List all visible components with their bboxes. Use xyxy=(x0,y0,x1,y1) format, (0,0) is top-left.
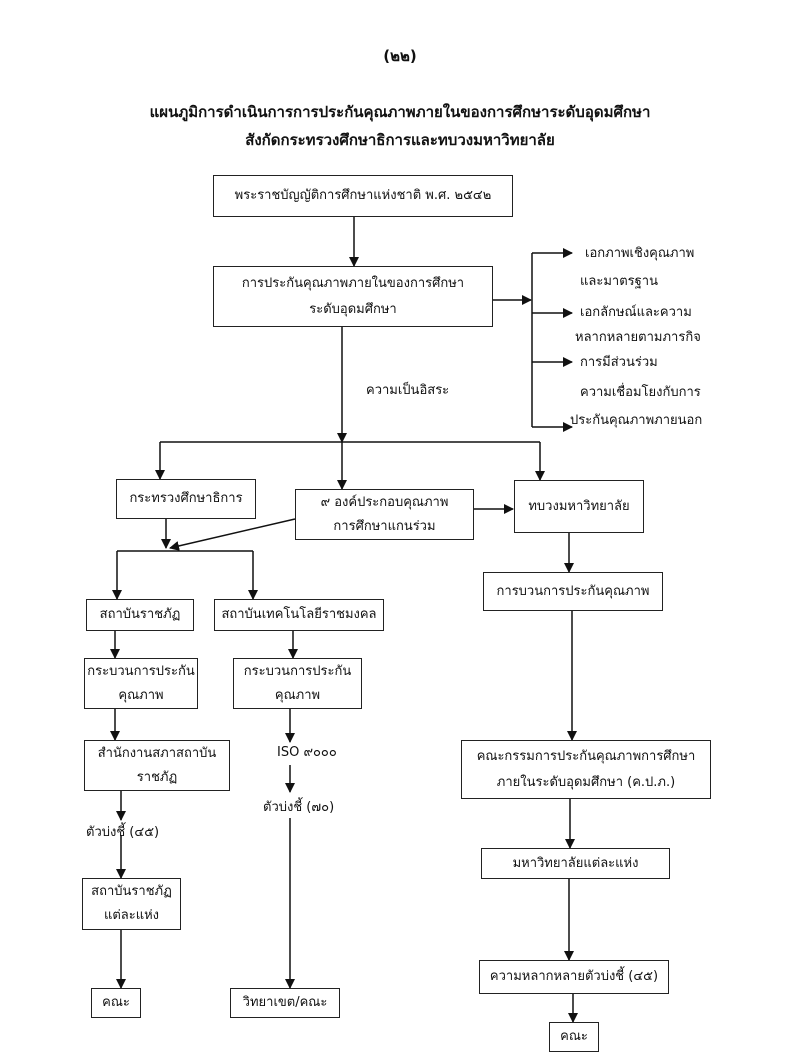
principle-3: การมีส่วนร่วม xyxy=(580,355,658,370)
arrow-nine-diagonal xyxy=(169,518,296,551)
line2: ราชภัฏ xyxy=(136,769,178,785)
node-university-bureau: ทบวงมหาวิทยาลัย xyxy=(514,480,644,533)
node-qa-process-right: การบวนการประกันคุณภาพ xyxy=(483,572,663,611)
node-committee: คณะกรรมการประกันคุณภาพการศึกษา ภายในระดั… xyxy=(461,740,711,799)
page-number: (๒๒) xyxy=(383,47,417,65)
node-rajabhat: สถาบันราชภัฏ xyxy=(86,599,194,631)
line1: สถาบันราชภัฏ xyxy=(91,884,172,899)
principle-1-line1: เอกภาพเชิงคุณภาพ xyxy=(585,246,695,261)
node-act-label: พระราชบัญญัติการศึกษาแห่งชาติ พ.ศ. ๒๕๔๒ xyxy=(234,188,492,203)
chart-title-line1: แผนภูมิการดำเนินการการประกันคุณภาพภายในข… xyxy=(149,103,651,121)
line1: สำนักงานสภาสถาบัน xyxy=(97,745,217,761)
node-indicators-left: ตัวบ่งชี้ (๔๕) xyxy=(86,825,160,840)
autonomy-label: ความเป็นอิสระ xyxy=(366,383,450,398)
node-indicator-diversity: ความหลากหลายตัวบ่งชี้ (๔๕) xyxy=(479,960,669,994)
node-ministry-label: กระทรวงศึกษาธิการ xyxy=(129,491,243,506)
line1: กระบวนการประกัน xyxy=(87,663,195,679)
node-rajabhat-label: สถาบันราชภัฏ xyxy=(99,607,181,622)
node-nine-line1: ๙ องค์ประกอบคุณภาพ xyxy=(320,494,449,510)
line1: คณะกรรมการประกันคุณภาพการศึกษา xyxy=(476,748,696,764)
line2: คุณภาพ xyxy=(274,687,321,703)
principle-4-line2: ประกันคุณภาพภายนอก xyxy=(570,413,703,428)
node-qa-process-mid: กระบวนการประกัน คุณภาพ xyxy=(233,658,362,709)
node-rajamangala: สถาบันเทคโนโลยีราชมงคล xyxy=(214,599,384,631)
line2: คุณภาพ xyxy=(118,687,164,703)
node-iso: ISO ๙๐๐๐ xyxy=(277,745,337,760)
node-nine-line2: การศึกษาแกนร่วม xyxy=(333,518,436,534)
principle-2-line1: เอกลักษณ์และความ xyxy=(580,305,692,320)
node-rajabhat-council-office: สำนักงานสภาสถาบัน ราชภัฏ xyxy=(84,740,230,791)
node-ministry: กระทรวงศึกษาธิการ xyxy=(116,479,256,519)
line2: ภายในระดับอุดมศึกษา (ค.ป.ภ.) xyxy=(496,774,676,790)
node-faculty-right: คณะ xyxy=(549,1022,599,1052)
node-faculty-left: คณะ xyxy=(91,988,141,1018)
node-internal-qa-line2: ระดับอุดมศึกษา xyxy=(309,301,397,317)
node-rajamangala-label: สถาบันเทคโนโลยีราชมงคล xyxy=(221,607,377,622)
label: มหาวิทยาลัยแต่ละแห่ง xyxy=(512,855,639,871)
principle-1-line2: และมาตรฐาน xyxy=(580,274,658,289)
node-internal-qa: การประกันคุณภาพภายในของการศึกษา ระดับอุด… xyxy=(213,266,493,327)
label: ความหลากหลายตัวบ่งชี้ (๔๕) xyxy=(489,969,659,984)
node-indicators-mid: ตัวบ่งชี้ (๗๐) xyxy=(263,800,335,815)
principle-2-line2: หลากหลายตามภารกิจ xyxy=(575,330,701,345)
node-qa-process-right-label: การบวนการประกันคุณภาพ xyxy=(496,583,650,599)
node-nine-components: ๙ องค์ประกอบคุณภาพ การศึกษาแกนร่วม xyxy=(295,489,474,540)
node-internal-qa-line1: การประกันคุณภาพภายในของการศึกษา xyxy=(241,275,465,291)
node-each-rajabhat: สถาบันราชภัฏ แต่ละแห่ง xyxy=(82,878,181,930)
node-act: พระราชบัญญัติการศึกษาแห่งชาติ พ.ศ. ๒๕๔๒ xyxy=(213,175,513,217)
line2: แต่ละแห่ง xyxy=(103,908,160,923)
label: คณะ xyxy=(102,995,130,1010)
label: วิทยาเขต/คณะ xyxy=(242,995,328,1010)
line1: กระบวนการประกัน xyxy=(243,663,352,679)
node-campus-faculty: วิทยาเขต/คณะ xyxy=(230,988,340,1018)
label: คณะ xyxy=(560,1029,588,1044)
node-qa-process-left: กระบวนการประกัน คุณภาพ xyxy=(84,658,198,709)
chart-title-line2: สังกัดกระทรวงศึกษาธิการและทบวงมหาวิทยาลั… xyxy=(245,131,555,149)
node-each-university: มหาวิทยาลัยแต่ละแห่ง xyxy=(481,848,670,879)
principle-4-line1: ความเชื่อมโยงกับการ xyxy=(580,385,701,400)
node-bureau-label: ทบวงมหาวิทยาลัย xyxy=(528,498,630,514)
